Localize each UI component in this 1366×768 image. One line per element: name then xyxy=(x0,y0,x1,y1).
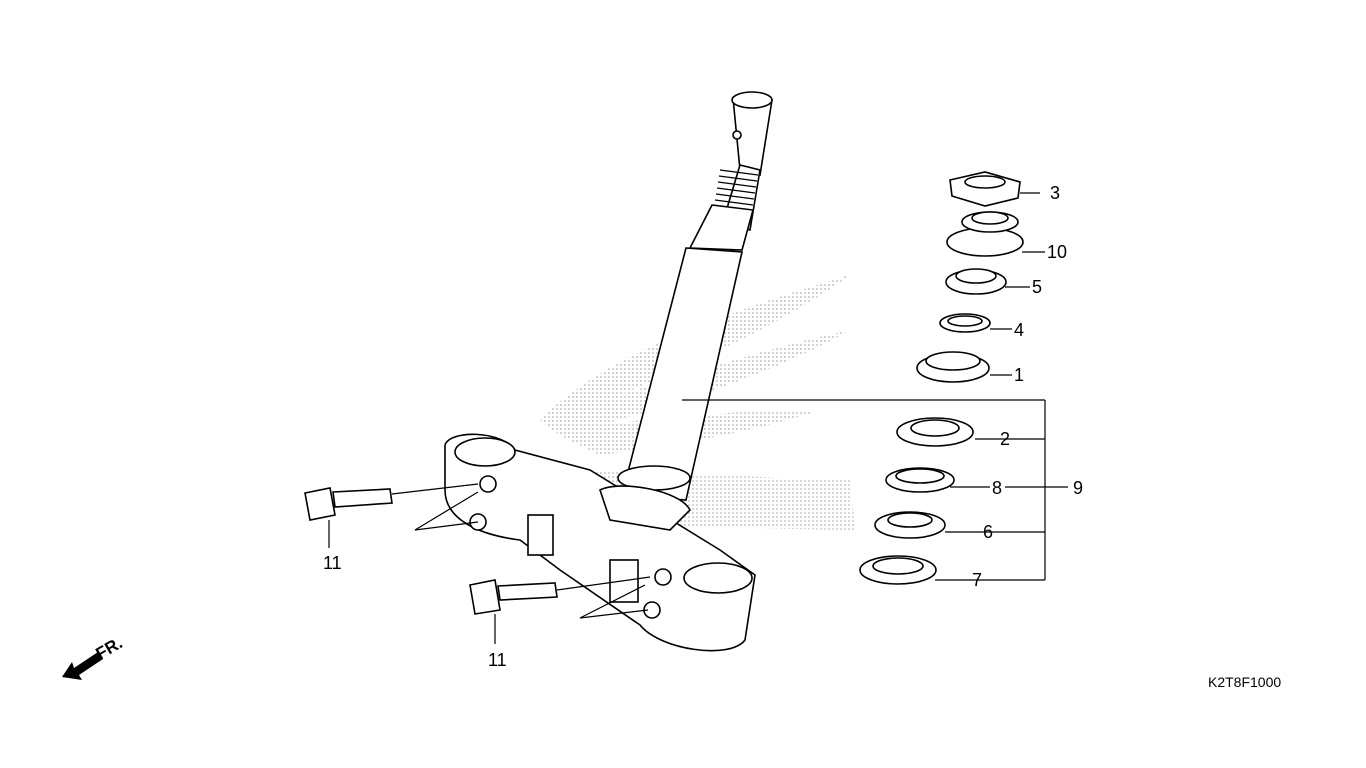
bolt-lower xyxy=(469,576,651,615)
callout-8: 8 xyxy=(992,478,1002,498)
callout-1: 1 xyxy=(1014,365,1024,385)
callout-11-lower: 11 xyxy=(488,650,507,670)
upper-cone-race xyxy=(945,268,1007,295)
callout-5: 5 xyxy=(1032,277,1042,297)
lower-ball-bearing xyxy=(885,467,955,493)
callout-6: 6 xyxy=(983,522,993,542)
callout-7: 7 xyxy=(972,570,982,590)
upper-ball-race xyxy=(916,351,990,383)
callout-9: 9 xyxy=(1073,478,1083,498)
diagram-code: K2T8F1000 xyxy=(1208,674,1281,690)
lower-cone-race xyxy=(874,511,946,539)
front-direction-arrow-icon xyxy=(62,652,103,680)
lower-bridge xyxy=(444,433,756,652)
callout-3: 3 xyxy=(1050,183,1060,203)
callout-4: 4 xyxy=(1014,320,1024,340)
dust-seal xyxy=(859,555,937,585)
upper-ball-bearing xyxy=(939,313,991,333)
callout-2: 2 xyxy=(1000,429,1010,449)
bolt-upper xyxy=(304,483,479,521)
bolt-leader-lines xyxy=(328,192,1068,644)
callout-10: 10 xyxy=(1047,242,1067,262)
steering-stem xyxy=(617,91,773,501)
lower-ball-race xyxy=(896,417,974,447)
lock-nut xyxy=(949,171,1021,207)
callout-11-upper: 11 xyxy=(323,553,342,573)
adjusting-nut xyxy=(946,211,1024,257)
